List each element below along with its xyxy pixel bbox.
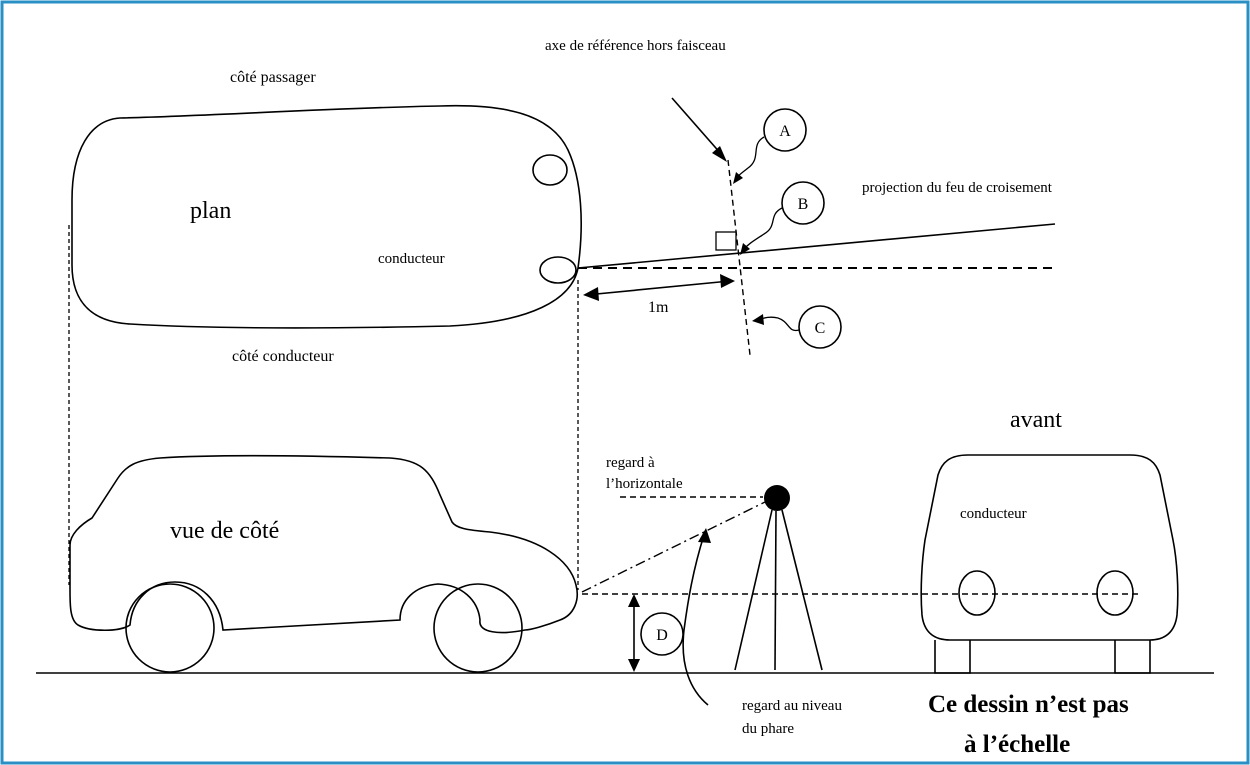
reference-axis-line	[727, 159, 751, 356]
marker-b-leader	[742, 207, 783, 251]
gaze-horizontal-line1: regard à	[606, 455, 655, 471]
headlamp-gaze-line	[581, 501, 766, 593]
front-headlamp-left	[958, 570, 996, 616]
marker-a-circle	[763, 108, 807, 152]
headlamp-gaze-leader	[682, 534, 709, 706]
driver-top-label: conducteur	[378, 251, 445, 267]
front-label: avant	[1010, 407, 1062, 433]
driver-side-label: côté conducteur	[232, 348, 334, 365]
marker-a-arrowhead	[733, 172, 743, 184]
gaze-horizontal-line2: l’horizontale	[606, 476, 683, 492]
d-arrow-bottom	[628, 659, 640, 672]
marker-b-arrowhead	[740, 243, 750, 255]
reference-square	[715, 231, 737, 251]
top-headlamp-passenger	[532, 154, 568, 186]
marker-d: D	[656, 627, 668, 644]
marker-a-leader	[734, 136, 765, 181]
gaze-headlamp-line1: regard au niveau	[742, 698, 842, 714]
not-to-scale-line2: à l’échelle	[964, 731, 1070, 758]
one-meter-dimension-line	[585, 280, 731, 296]
tripod-leg-left	[734, 509, 773, 671]
side-rear-wheel	[125, 583, 215, 673]
front-wheel-right	[1114, 640, 1151, 674]
observer-eye	[764, 485, 790, 511]
side-view-label: vue de côté	[170, 518, 279, 544]
axis-ref-arrowhead	[712, 146, 727, 162]
beam-projection-line	[577, 223, 1056, 269]
axis-ref-arrow	[671, 97, 723, 156]
plan-label: plan	[190, 198, 231, 224]
one-meter-arrow-left	[583, 287, 599, 301]
gaze-headlamp-line2: du phare	[742, 721, 794, 737]
car-top-outline	[71, 104, 582, 329]
axis-ref-label: axe de référence hors faisceau	[545, 38, 726, 54]
passenger-side-label: côté passager	[230, 69, 316, 86]
top-headlamp-driver	[539, 256, 577, 284]
headlamp-gaze-arrowhead	[698, 528, 711, 543]
car-side-outline	[69, 454, 578, 634]
car-front-outline	[920, 454, 1179, 641]
marker-b-circle	[781, 181, 825, 225]
marker-c-circle	[798, 305, 842, 349]
front-wheel-left	[934, 640, 971, 674]
marker-c: C	[815, 320, 826, 337]
front-headlamp-right	[1096, 570, 1134, 616]
d-arrow-top	[628, 594, 640, 607]
driver-front-label: conducteur	[960, 506, 1027, 522]
one-meter-arrow-right	[720, 274, 735, 288]
tripod-leg-middle	[774, 510, 777, 671]
not-to-scale-line1: Ce dessin n’est pas	[928, 691, 1129, 718]
one-meter-label: 1m	[648, 299, 669, 316]
tripod-leg-right	[781, 509, 823, 671]
marker-a: A	[779, 123, 791, 140]
marker-c-arrowhead	[752, 314, 764, 325]
beam-projection-label: projection du feu de croisement	[862, 180, 1053, 196]
marker-b: B	[798, 196, 809, 213]
side-front-wheel	[433, 583, 523, 673]
